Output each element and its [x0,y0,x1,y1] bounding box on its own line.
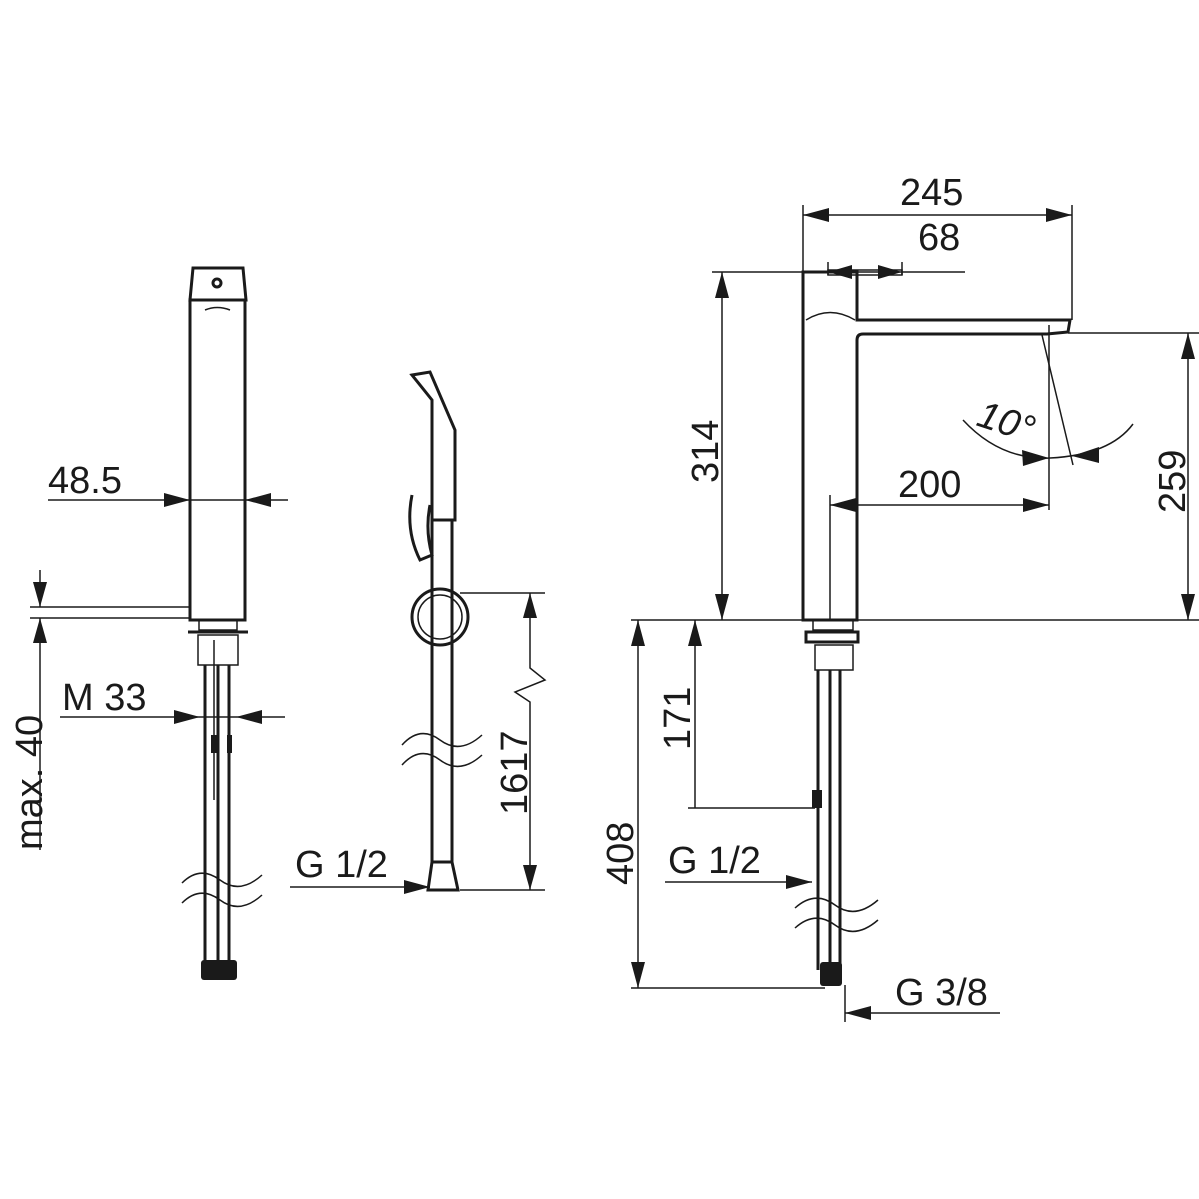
dimension-label-width: 48.5 [48,460,122,502]
dimension-m33: M 33 [60,677,285,724]
dimension-label-total-length: 245 [900,172,963,214]
dimension-max-40: max. 40 [9,570,190,850]
dimension-g12-front: G 1/2 [665,840,812,889]
dimension-label-supply: G 3/8 [895,972,988,1014]
dimension-g38: G 3/8 [844,972,1000,1022]
dimension-label-height: 314 [685,420,727,483]
dimension-angle-10: 10° [962,394,1134,466]
dimension-245: 245 [802,172,1073,320]
dimension-label-angle: 10° [972,394,1040,452]
dimension-259: 259 [1068,332,1199,620]
dimension-label-thread: M 33 [62,677,146,719]
dimension-label-connection-height: 171 [657,687,699,750]
side-view-faucet [181,266,263,980]
dimension-label-spout-height: 259 [1152,450,1194,513]
dimension-408: 408 [600,620,825,989]
dimension-314: 314 [631,271,1199,621]
hand-shower [401,370,483,892]
break-line [181,872,263,888]
dimension-1617: 1617 [460,592,547,891]
dimension-68: 68 [827,217,965,279]
dimension-label-hose-length-front: 408 [600,822,642,885]
dimension-200: 200 [829,325,1074,620]
front-view-faucet [794,269,1072,986]
dimension-label-connection: G 1/2 [295,844,388,886]
dimension-label-max-thickness: max. 40 [9,715,51,850]
dimension-label-shower-connection: G 1/2 [668,840,761,882]
dimension-label-hose-length: 1617 [494,730,536,815]
dimension-171: 171 [657,620,815,809]
dimension-label-reach: 200 [898,464,961,506]
dimension-48-5: 48.5 [48,460,288,507]
dimension-g12-shower: G 1/2 [290,844,430,894]
dimension-label-lever: 68 [918,217,960,259]
